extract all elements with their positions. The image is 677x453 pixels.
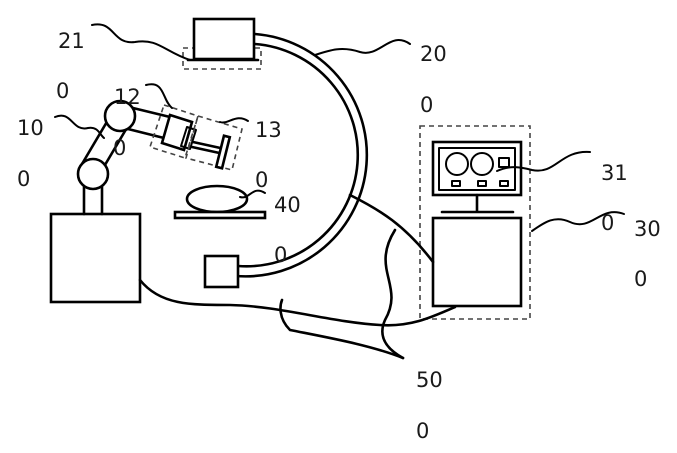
label-30-zero: 0 xyxy=(634,267,647,291)
end-effector xyxy=(148,103,199,160)
reference-labels: 21 20 0 0 12 0 10 0 13 0 40 0 31 0 30 0 … xyxy=(17,29,661,443)
label-10-zero-top: 0 xyxy=(56,79,69,103)
label-12-zero: 0 xyxy=(113,136,126,160)
label-20: 20 xyxy=(420,42,447,66)
leader-lines xyxy=(54,23,625,232)
label-31: 31 xyxy=(601,161,628,185)
label-30: 30 xyxy=(634,217,661,241)
label-13-zero: 0 xyxy=(255,168,268,192)
robot-arm xyxy=(49,99,172,304)
robot-joint-upper xyxy=(103,99,137,133)
cables xyxy=(138,193,457,360)
label-50-zero: 0 xyxy=(416,419,429,443)
label-12: 12 xyxy=(114,85,141,109)
leader-12 xyxy=(145,83,173,109)
label-21: 21 xyxy=(58,29,85,53)
label-40: 40 xyxy=(274,193,301,217)
label-31-zero: 0 xyxy=(601,211,614,235)
label-13: 13 xyxy=(255,118,282,142)
patient-table xyxy=(173,184,267,220)
surgical-tool xyxy=(185,115,243,171)
robot-base xyxy=(49,212,142,304)
leader-13 xyxy=(219,117,249,124)
console-cabinet xyxy=(431,216,523,308)
robot-joint-lower xyxy=(76,157,110,191)
label-10: 10 xyxy=(17,116,44,140)
leader-21 xyxy=(91,23,191,61)
patient-body xyxy=(185,184,249,214)
detector-box xyxy=(203,254,240,289)
leader-40 xyxy=(239,189,266,199)
label-40-zero: 0 xyxy=(274,243,287,267)
label-50: 50 xyxy=(416,368,443,392)
leader-20 xyxy=(314,39,411,56)
leader-31 xyxy=(496,150,591,172)
c-arm xyxy=(234,32,369,278)
control-console xyxy=(419,125,531,320)
leader-10 xyxy=(54,114,105,139)
label-10-zero: 0 xyxy=(17,167,30,191)
xray-source xyxy=(182,17,262,70)
leader-30 xyxy=(531,211,625,232)
label-20-zero: 0 xyxy=(420,93,433,117)
